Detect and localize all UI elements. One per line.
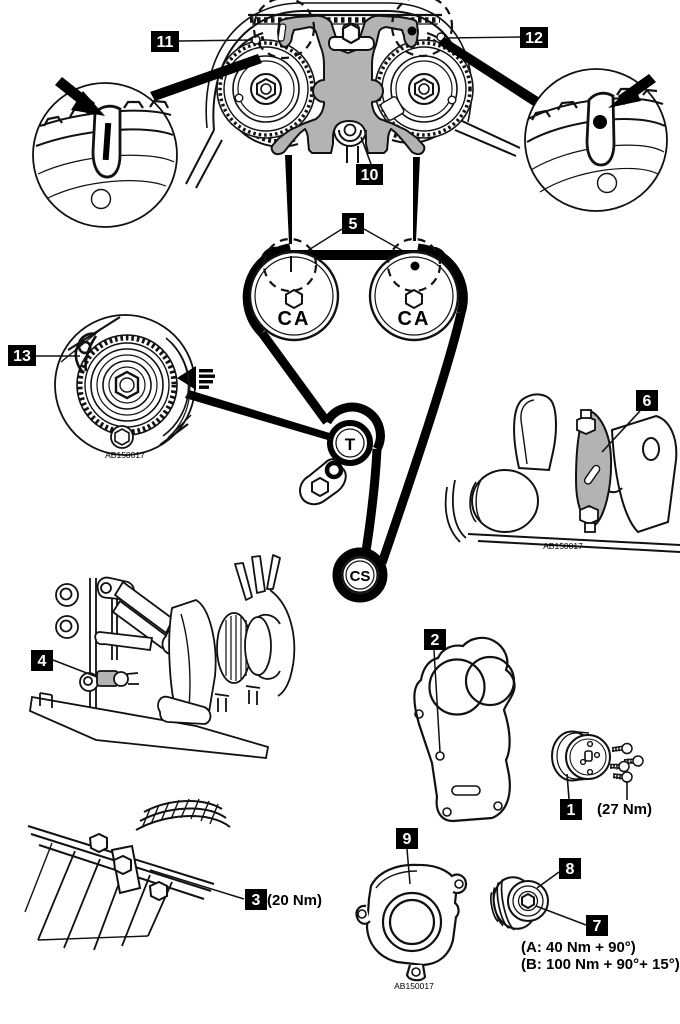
svg-text:11: 11: [157, 34, 174, 51]
svg-text:AB150017: AB150017: [543, 541, 583, 551]
svg-text:CA: CA: [278, 308, 311, 330]
svg-text:8: 8: [566, 861, 575, 878]
svg-text:(B: 100 Nm + 90°+ 15°): (B: 100 Nm + 90°+ 15°): [521, 956, 680, 973]
svg-text:12: 12: [525, 30, 543, 47]
svg-text:(20 Nm): (20 Nm): [267, 892, 322, 909]
svg-text:CS: CS: [350, 568, 371, 585]
svg-text:1: 1: [567, 802, 576, 819]
svg-text:2: 2: [431, 632, 440, 649]
svg-text:7: 7: [593, 918, 602, 935]
svg-text:5: 5: [349, 216, 358, 233]
svg-text:AB150017: AB150017: [105, 450, 145, 460]
svg-text:3: 3: [252, 892, 261, 909]
svg-text:(27 Nm): (27 Nm): [597, 801, 652, 818]
svg-text:6: 6: [643, 393, 652, 410]
svg-text:CA: CA: [398, 308, 431, 330]
svg-text:(A: 40 Nm + 90°): (A: 40 Nm + 90°): [521, 939, 636, 956]
svg-text:10: 10: [361, 167, 379, 184]
svg-text:9: 9: [403, 831, 412, 848]
svg-text:AB150017: AB150017: [394, 981, 434, 991]
svg-text:13: 13: [13, 348, 31, 365]
svg-text:T: T: [345, 435, 356, 454]
svg-text:4: 4: [38, 653, 47, 670]
